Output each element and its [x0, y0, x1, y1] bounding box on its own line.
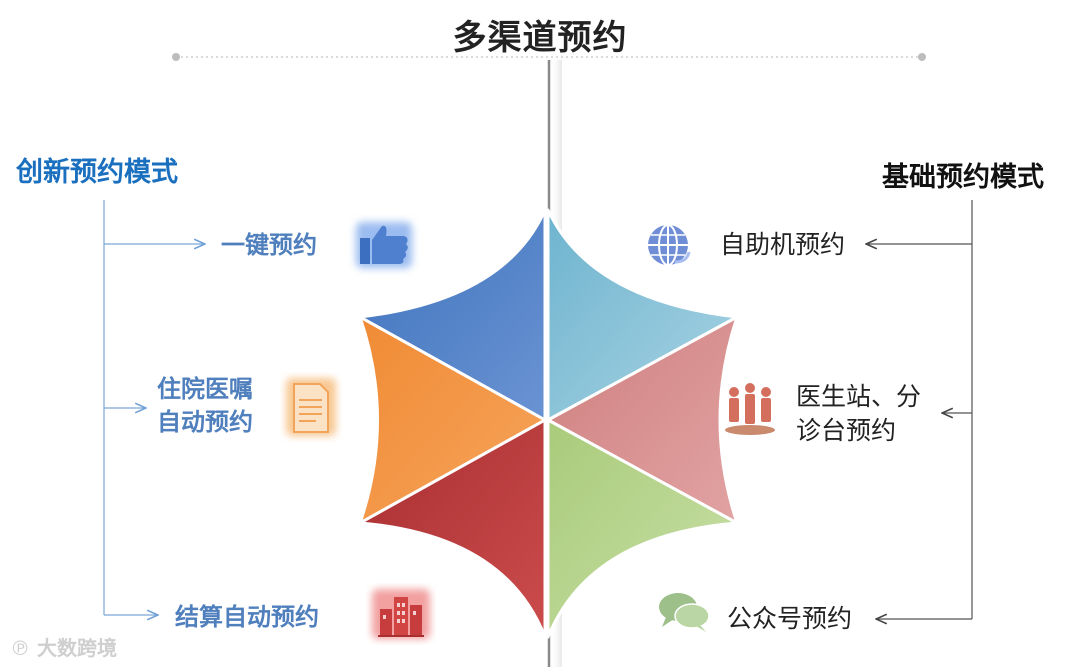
segment-green — [546, 418, 739, 639]
thumbs-up-icon — [348, 214, 420, 276]
item-doctor-station-line2: 诊台预约 — [796, 416, 897, 445]
item-inpatient-order-line1: 住院医嘱 — [157, 375, 253, 403]
item-settlement: 结算自动预约 — [175, 603, 319, 631]
basic-mode-heading: 基础预约模式 — [882, 162, 1044, 193]
segment-pink — [546, 315, 739, 525]
segment-red — [358, 418, 547, 639]
segment-light-blue — [546, 208, 739, 422]
document-icon — [280, 372, 342, 442]
globe-icon — [645, 222, 691, 268]
chat-bubbles-icon — [656, 590, 712, 634]
people-icon — [722, 378, 778, 436]
item-kiosk: 自助机预约 — [720, 230, 846, 259]
watermark: ℗ 大数跨境 — [10, 632, 117, 661]
item-one-click: 一键预约 — [221, 231, 317, 259]
hexagon-diagram — [358, 208, 739, 639]
top-divider — [172, 53, 926, 61]
item-inpatient-order: 住院医嘱 自动预约 — [157, 373, 253, 439]
buildings-icon — [366, 583, 436, 645]
segment-blue — [358, 208, 547, 422]
page-title: 多渠道预约 — [452, 18, 628, 58]
item-official-account: 公众号预约 — [727, 604, 853, 633]
item-doctor-station-line1: 医生站、分 — [796, 382, 922, 411]
watermark-text: 大数跨境 — [36, 636, 117, 660]
segment-orange — [358, 315, 547, 525]
item-inpatient-order-line2: 自动预约 — [157, 408, 253, 436]
logo-icon: ℗ — [10, 636, 30, 660]
innovative-mode-heading: 创新预约模式 — [16, 157, 178, 188]
item-doctor-station: 医生站、分 诊台预约 — [796, 380, 921, 448]
